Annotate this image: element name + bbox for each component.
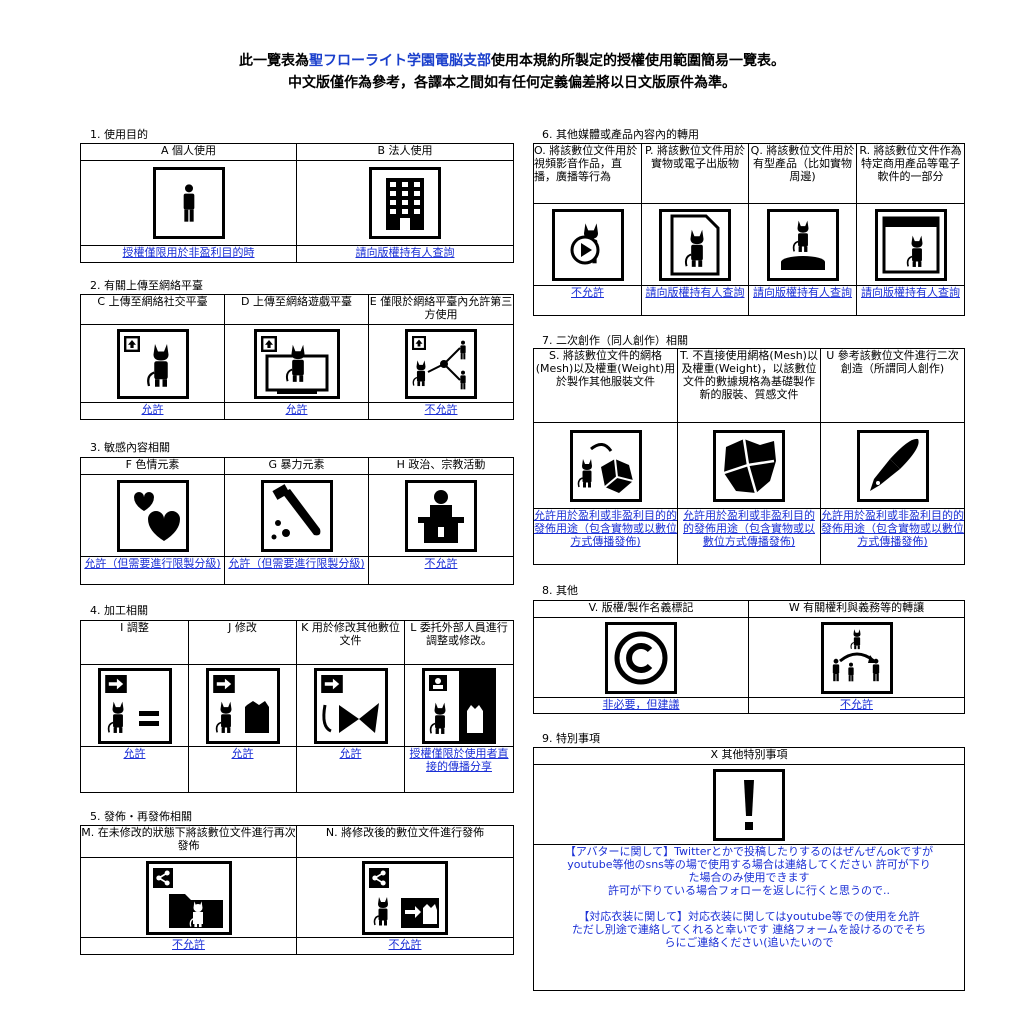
item-j-label: J 修改 bbox=[188, 620, 297, 665]
figure-icon bbox=[766, 208, 839, 281]
special-notes-text: 【アバターに関して】Twitterとかで投稿したりするのはぜんぜんokですが y… bbox=[533, 844, 965, 991]
section-7-table: S. 將該數位文件的網格(Mesh)以及權重(Weight)用於製作其他服裝文件… bbox=[533, 348, 965, 565]
header-line-2: 中文版僅作為參考，各譯本之間如有任何定義偏差將以日文版原件為準。 bbox=[288, 75, 736, 91]
podium-icon bbox=[405, 479, 477, 552]
copyright-icon bbox=[605, 621, 677, 694]
section-8-title: 8. 其他 bbox=[542, 584, 578, 597]
item-t-label: T. 不直接使用網格(Mesh)以及權重(Weight)，以該數位文件的數據規格… bbox=[677, 348, 821, 423]
item-w-label: W 有關權利與義務等的轉讓 bbox=[748, 600, 965, 618]
item-s-label: S. 將該數位文件的網格(Mesh)以及權重(Weight)用於製作其他服裝文件 bbox=[533, 348, 678, 423]
section-8-table: V. 版權/製作名義標記 W 有關權利與義務等的轉讓 非必要，但建議 不允許 bbox=[533, 600, 965, 714]
item-w-permission: 不允許 bbox=[748, 697, 965, 714]
section-1-title: 1. 使用目的 bbox=[90, 128, 148, 141]
item-v-label: V. 版權/製作名義標記 bbox=[533, 600, 749, 618]
item-f-label: F 色情元素 bbox=[80, 457, 225, 475]
modify-icon bbox=[205, 667, 280, 744]
item-b-permission: 請向版權持有人查詢 bbox=[296, 245, 514, 263]
share-modified-icon bbox=[362, 860, 448, 935]
item-o-permission: 不允許 bbox=[533, 285, 642, 316]
item-c-label: C 上傳至網絡社交平臺 bbox=[80, 294, 225, 325]
upload-avatar-icon bbox=[116, 328, 189, 399]
software-icon bbox=[874, 208, 947, 281]
item-l-label: L 委托外部人員進行調整或修改。 bbox=[404, 620, 514, 665]
item-h-permission: 不允許 bbox=[368, 556, 514, 585]
building-icon bbox=[369, 167, 441, 239]
header-line-1: 此一覽表為聖フローライト学園電脳支部使用本規約所製定的授權使用範圍簡易一覽表。 bbox=[239, 53, 785, 69]
item-u-permission: 允許用於盈利或非盈利目的的發佈用途（包含實物或以數位方式傳播發佈) bbox=[820, 508, 965, 565]
item-d-label: D 上傳至網絡遊戲平臺 bbox=[224, 294, 369, 325]
section-2-table: C 上傳至網絡社交平臺 D 上傳至網絡遊戲平臺 E 僅限於網絡平臺內允許第三方使… bbox=[80, 294, 514, 420]
adjust-icon bbox=[97, 667, 172, 744]
mesh-icon bbox=[569, 429, 642, 502]
modify-other-icon bbox=[313, 667, 388, 744]
video-icon bbox=[551, 208, 624, 281]
item-k-label: K 用於修改其他數位文件 bbox=[296, 620, 405, 665]
transfer-icon bbox=[820, 621, 893, 694]
item-g-permission: 允許（但需要進行限製分級) bbox=[224, 556, 369, 585]
section-9-title: 9. 特別事項 bbox=[542, 732, 600, 745]
item-q-label: Q. 將該數位文件用於有型產品（比如實物周邊) bbox=[748, 143, 857, 204]
item-j-permission: 允許 bbox=[188, 746, 297, 793]
section-3-title: 3. 敏感內容相關 bbox=[90, 441, 170, 454]
cloth-icon bbox=[713, 429, 785, 502]
section-7-title: 7. 二次創作（同人創作）相關 bbox=[542, 334, 688, 347]
item-e-permission: 不允許 bbox=[368, 402, 514, 420]
item-m-label: M. 在未修改的狀態下將該數位文件進行再次發佈 bbox=[80, 825, 297, 858]
item-i-label: I 調整 bbox=[80, 620, 189, 665]
item-a-label: A 個人使用 bbox=[80, 143, 297, 161]
section-5-title: 5. 發佈・再發佈相關 bbox=[90, 810, 192, 823]
item-c-permission: 允許 bbox=[80, 402, 225, 420]
item-e-label: E 僅限於網絡平臺內允許第三方使用 bbox=[368, 294, 514, 325]
item-q-permission: 請向版權持有人查詢 bbox=[748, 285, 857, 316]
item-p-permission: 請向版權持有人查詢 bbox=[641, 285, 749, 316]
item-t-permission: 允許用於盈利或非盈利目的的發佈用途（包含實物或以數位方式傳播發佈) bbox=[677, 508, 821, 565]
item-p-label: P. 將該數位文件用於實物或電子出版物 bbox=[641, 143, 749, 204]
organization-name: 聖フローライト学園電脳支部 bbox=[309, 53, 491, 69]
hearts-icon bbox=[116, 479, 189, 552]
section-4-table: I 調整 J 修改 K 用於修改其他數位文件 L 委托外部人員進行調整或修改。 … bbox=[80, 620, 514, 793]
item-r-permission: 請向版權持有人查詢 bbox=[856, 285, 965, 316]
section-6-table: O. 將該數位文件用於視頻影音作品，直播，廣播等行為 P. 將該數位文件用於實物… bbox=[533, 143, 965, 316]
item-g-label: G 暴力元素 bbox=[224, 457, 369, 475]
section-5-table: M. 在未修改的狀態下將該數位文件進行再次發佈 N. 將修改後的數位文件進行發佈… bbox=[80, 825, 514, 955]
item-v-permission: 非必要，但建議 bbox=[533, 697, 749, 714]
document-icon bbox=[659, 208, 731, 281]
item-i-permission: 允許 bbox=[80, 746, 189, 793]
item-l-permission: 授權僅限於使用者直接的傳播分享 bbox=[404, 746, 514, 793]
item-x-label: X 其他特別事項 bbox=[533, 747, 965, 765]
share-third-party-icon bbox=[405, 328, 477, 399]
item-s-permission: 允許用於盈利或非盈利目的的發佈用途（包含實物或以數位方式傳播發佈) bbox=[533, 508, 678, 565]
item-r-label: R. 將該數位文件作為特定商用產品等電子軟件的一部分 bbox=[856, 143, 965, 204]
item-n-permission: 不允許 bbox=[296, 937, 514, 955]
item-h-label: H 政治、宗教活動 bbox=[368, 457, 514, 475]
pen-icon bbox=[856, 429, 929, 502]
knife-icon bbox=[260, 479, 333, 552]
item-o-label: O. 將該數位文件用於視頻影音作品，直播，廣播等行為 bbox=[533, 143, 642, 204]
section-2-title: 2. 有關上傳至網絡平臺 bbox=[90, 279, 203, 292]
page-header: 此一覽表為聖フローライト学園電脳支部使用本規約所製定的授權使用範圍簡易一覽表。 … bbox=[0, 50, 1024, 94]
item-m-permission: 不允許 bbox=[80, 937, 297, 955]
outsource-icon bbox=[422, 667, 496, 744]
item-u-label: U 參考該數位文件進行二次創造（所謂同人創作) bbox=[820, 348, 965, 423]
section-1-table: A 個人使用 B 法人使用 授權僅限用於非盈利目的時 請向版權持有人查詢 bbox=[80, 143, 514, 263]
item-a-permission: 授權僅限用於非盈利目的時 bbox=[80, 245, 297, 263]
section-6-title: 6. 其他媒體或產品內容內的轉用 bbox=[542, 128, 699, 141]
section-9-table: X 其他特別事項 【アバターに関して】Twitterとかで投稿したりするのはぜん… bbox=[533, 747, 965, 991]
share-folder-icon bbox=[145, 860, 232, 935]
item-d-permission: 允許 bbox=[224, 402, 369, 420]
item-k-permission: 允許 bbox=[296, 746, 405, 793]
upload-game-icon bbox=[253, 328, 340, 399]
section-3-table: F 色情元素 G 暴力元素 H 政治、宗教活動 允許（但需要進行限製分級) 允許… bbox=[80, 457, 514, 585]
section-4-title: 4. 加工相關 bbox=[90, 604, 148, 617]
item-n-label: N. 將修改後的數位文件進行發佈 bbox=[296, 825, 514, 858]
exclamation-icon bbox=[713, 768, 785, 841]
item-f-permission: 允許（但需要進行限製分級) bbox=[80, 556, 225, 585]
item-b-label: B 法人使用 bbox=[296, 143, 514, 161]
person-icon bbox=[152, 167, 225, 239]
